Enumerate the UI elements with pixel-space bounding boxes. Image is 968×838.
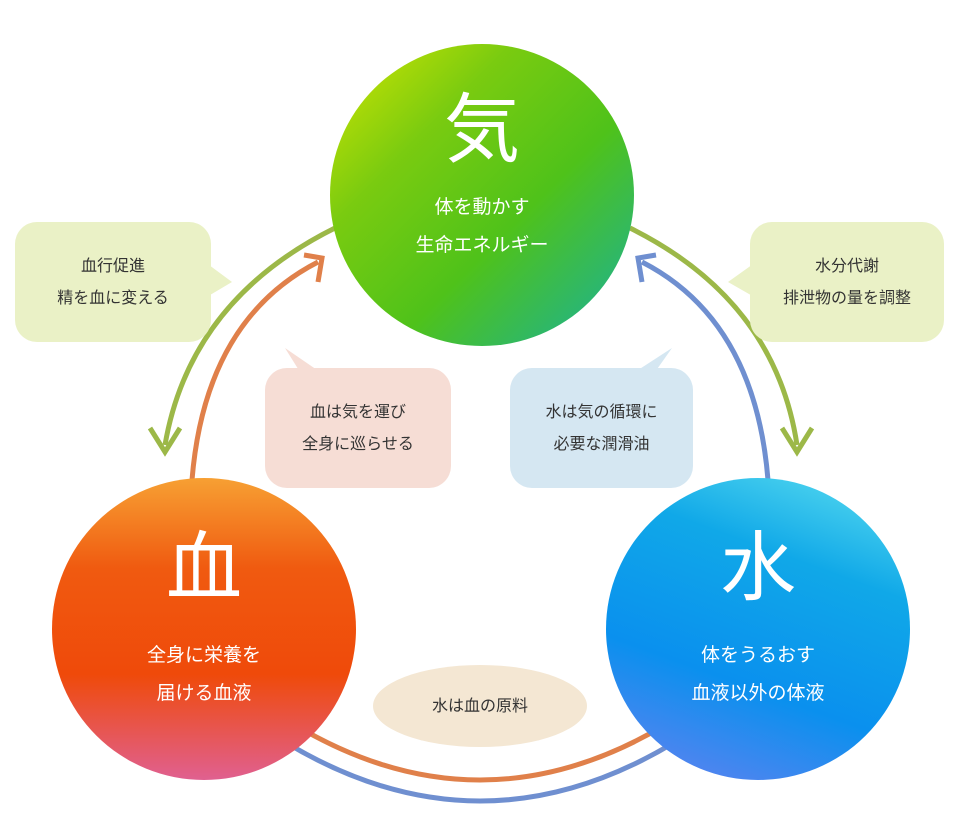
bubble-line: 必要な潤滑油	[553, 434, 650, 453]
node-sui: 水 体をうるおす 血液以外の体液	[606, 478, 910, 780]
bubble-sui-to-ki: 水は気の循環に 必要な潤滑油	[510, 368, 693, 488]
arrowhead-icon	[635, 252, 657, 283]
bubble-pointer	[635, 348, 672, 372]
node-ki: 気 体を動かす 生命エネルギー	[330, 44, 634, 346]
arrow-sui-to-ki	[640, 259, 771, 481]
bubble-line: 精を血に変える	[57, 288, 169, 307]
bubble-line: 血は気を運び	[309, 402, 406, 421]
bubble-sui-to-ketsu: 水は血の原料	[373, 665, 587, 747]
node-line: 体をうるおす	[700, 644, 815, 666]
bubble-line: 水分代謝	[814, 256, 879, 275]
arrowhead-icon	[779, 426, 815, 457]
bubble-line: 全身に巡らせる	[302, 434, 414, 453]
arrow-ki-to-sui	[628, 225, 800, 446]
bubble-line: 排泄物の量を調整	[782, 288, 911, 307]
bubble-pointer	[285, 348, 320, 372]
arrow-ki-to-ketsu	[162, 225, 337, 446]
arrow-sui-to-ketsu	[293, 722, 667, 783]
node-line: 届ける血液	[156, 682, 252, 704]
arrowhead-icon	[303, 252, 325, 283]
node-line: 体を動かす	[434, 196, 530, 218]
node-title: 血	[166, 523, 242, 612]
node-line: 生命エネルギー	[415, 234, 549, 256]
node-line: 血液以外の体液	[691, 682, 825, 704]
arrow-ketsu-to-ki	[189, 259, 320, 481]
node-title: 気	[444, 85, 520, 174]
bubble-ki-to-sui: 水分代謝 排泄物の量を調整	[750, 222, 944, 342]
node-ketsu: 血 全身に栄養を 届ける血液	[52, 478, 356, 780]
bubble-ketsu-to-ki: 血は気を運び 全身に巡らせる	[265, 368, 451, 488]
bubble-line: 血行促進	[80, 256, 145, 275]
bubble-line: 水は気の循環に	[545, 402, 658, 421]
arrow-ketsu-to-sui	[283, 739, 677, 804]
node-line: 全身に栄養を	[146, 644, 261, 666]
bubble-ki-to-ketsu: 血行促進 精を血に変える	[15, 222, 211, 342]
bubble-pointer	[728, 262, 756, 298]
arrowhead-icon	[147, 426, 183, 457]
bubble-pointer	[205, 262, 232, 298]
node-title: 水	[720, 523, 796, 612]
bubble-line: 水は血の原料	[431, 696, 528, 715]
